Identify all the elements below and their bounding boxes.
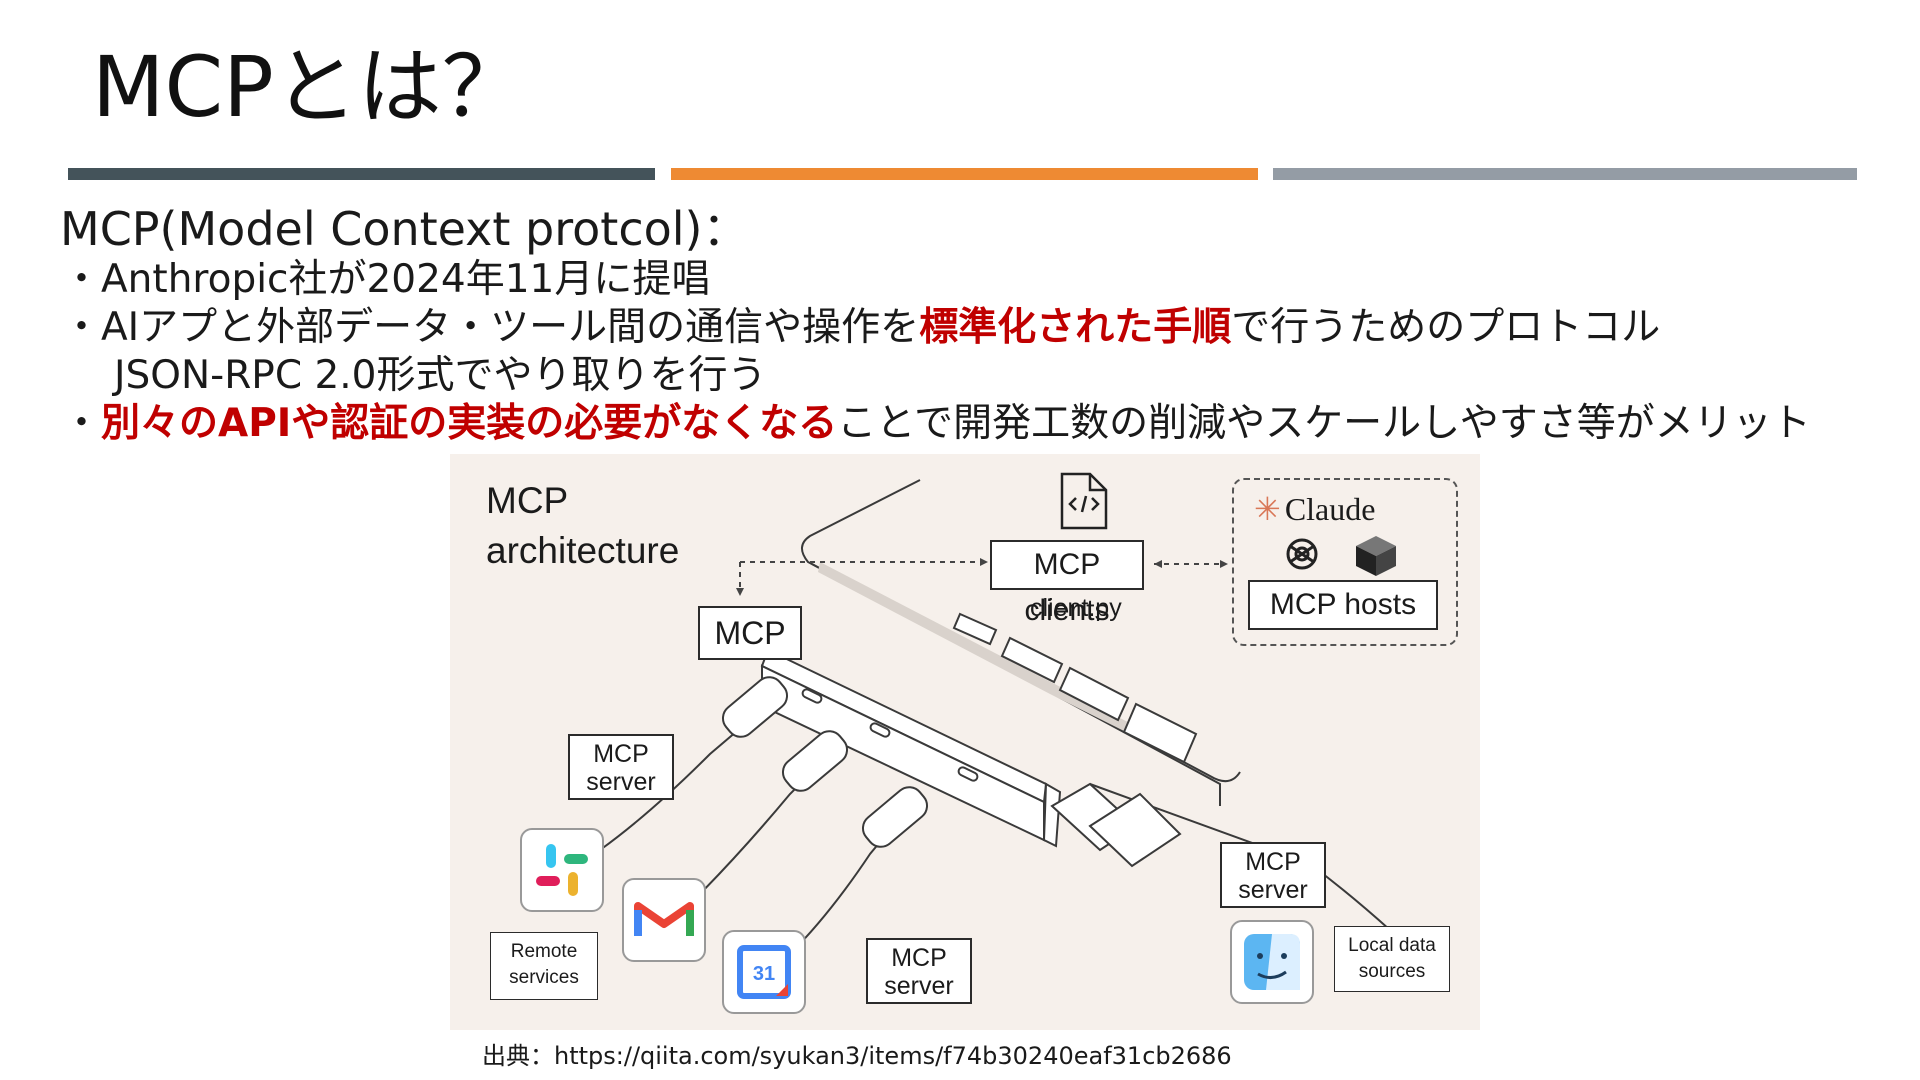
keyboard-keys — [952, 612, 1198, 764]
bullet-protocol-pre: ・AIアプと外部データ・ツール間の通信や操作を — [62, 305, 920, 350]
claude-logo: ✳Claude — [1254, 490, 1375, 528]
mcp-heading: MCP(Model Context protcol)： — [60, 202, 749, 256]
gmail-icon — [622, 878, 706, 962]
local-data-line1: Local data — [1348, 935, 1436, 956]
bullet-protocol-post: で行うためのプロトコル — [1231, 305, 1661, 350]
mcp-clients-label: MCP clients — [990, 540, 1144, 627]
openai-icon — [1286, 538, 1318, 570]
mcp-server-line1: MCP — [891, 944, 947, 972]
mcp-hosts-label: MCP hosts — [1248, 580, 1438, 630]
bullet-jsonrpc-text: JSON-RPC 2.0形式でやり取りを行う — [114, 353, 767, 398]
bullet-anthropic-text: ・Anthropic社が2024年11月に提唱 — [62, 257, 711, 302]
title-divider-dark — [68, 168, 655, 180]
remote-services-line2: services — [509, 967, 579, 988]
bullet-protocol-emphasis: 標準化された手順 — [919, 305, 1232, 350]
title-divider-gray — [1273, 168, 1857, 180]
mcp-server-label-remote: MCP server — [568, 734, 674, 800]
bullet-merit: ・別々のAPIや認証の実装の必要がなくなることで開発工数の削減やスケールしやすさ… — [62, 400, 1811, 448]
bullet-merit-pre: ・ — [62, 401, 102, 446]
bullet-list: ・Anthropic社が2024年11月に提唱 ・AIアプと外部データ・ツール間… — [62, 256, 1811, 448]
google-calendar-icon: 31 — [722, 930, 806, 1014]
client-file-label: client.py — [1030, 594, 1122, 622]
local-data-sources-label: Local data sources — [1334, 926, 1450, 992]
bullet-jsonrpc: JSON-RPC 2.0形式でやり取りを行う — [62, 352, 1811, 400]
title-divider-orange — [671, 168, 1258, 180]
source-citation: 出典：https://qiita.com/syukan3/items/f74b3… — [482, 1042, 1232, 1070]
calendar-day: 31 — [753, 963, 775, 985]
claude-icon: ✳ — [1254, 491, 1281, 527]
slack-icon — [520, 828, 604, 912]
slide-title: MCPとは？ — [92, 38, 526, 136]
bullet-merit-post: ことで開発工数の削減やスケールしやすさ等がメリット — [837, 401, 1811, 446]
mcp-server-line2: server — [586, 768, 656, 796]
bullet-protocol: ・AIアプと外部データ・ツール間の通信や操作を標準化された手順で行うためのプロト… — [62, 304, 1811, 352]
mcp-server-line2: server — [884, 972, 954, 1000]
mcp-server-line1: MCP — [1245, 848, 1301, 876]
local-data-line2: sources — [1358, 961, 1426, 982]
bullet-merit-emphasis: 別々のAPIや認証の実装の必要がなくなる — [101, 401, 838, 446]
file-code-icon — [1060, 472, 1108, 530]
cube-icon — [1356, 536, 1396, 576]
mcp-architecture-figure: MCP architecture MCP MCP clients client.… — [450, 454, 1480, 1030]
claude-label: Claude — [1284, 491, 1376, 527]
remote-services-line1: Remote — [510, 941, 578, 962]
mcp-hosts-group — [1232, 478, 1458, 646]
architecture-illustration — [599, 472, 1396, 955]
mcp-server-label-calendar: MCP server — [866, 938, 972, 1004]
bullet-anthropic: ・Anthropic社が2024年11月に提唱 — [62, 256, 1811, 304]
figure-title-line1: MCP — [486, 480, 569, 521]
mcp-server-line2: server — [1238, 876, 1308, 904]
figure-title: MCP architecture — [486, 476, 679, 576]
mcp-server-label-local: MCP server — [1220, 842, 1326, 908]
figure-title-line2: architecture — [486, 530, 680, 571]
mcp-hub-label: MCP — [698, 606, 802, 660]
remote-services-label: Remote services — [490, 932, 598, 1000]
finder-icon — [1230, 920, 1314, 1004]
mcp-server-line1: MCP — [593, 740, 649, 768]
